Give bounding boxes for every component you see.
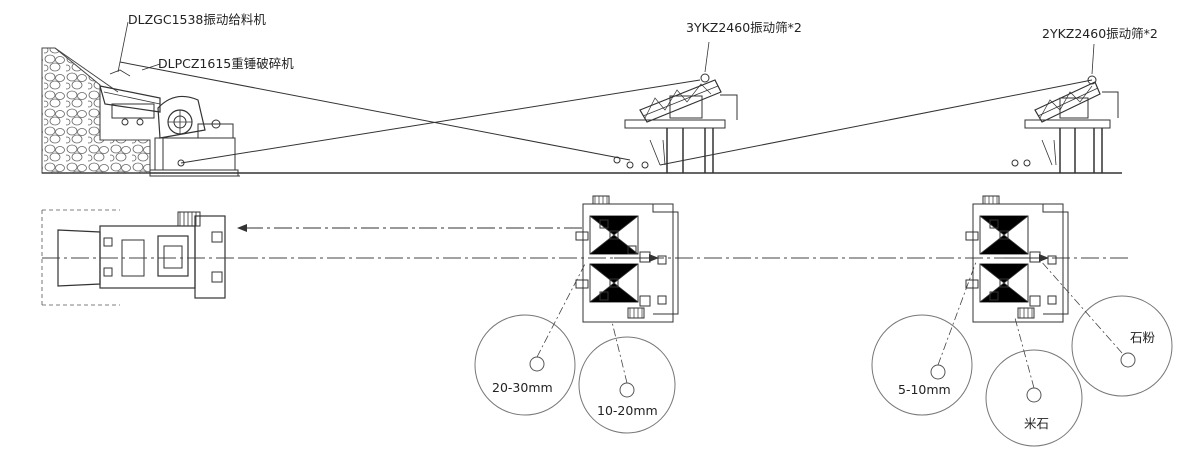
crusher-plan bbox=[41, 209, 240, 306]
conveyor-1 bbox=[180, 79, 701, 164]
pile-label-5-10: 5-10mm bbox=[898, 382, 951, 397]
screen-plan-a bbox=[575, 195, 679, 323]
screen-station-a bbox=[624, 41, 738, 173]
elevation-view: DLZGC1538振动给料机 DLPCZ1615重锤破碎机 3YKZ2460振动… bbox=[41, 12, 1158, 177]
crusher-label: DLPCZ1615重锤破碎机 bbox=[158, 56, 294, 71]
pile-rice-stone bbox=[985, 349, 1083, 447]
hammer-crusher bbox=[149, 95, 239, 177]
plan-view: 20-30mm 10-20mm 5-10mm 米石 石粉 bbox=[41, 195, 1173, 447]
pile-label-stone-powder: 石粉 bbox=[1130, 330, 1156, 345]
conveyor-2 bbox=[119, 61, 631, 161]
feeder-label: DLZGC1538振动给料机 bbox=[128, 12, 266, 27]
product-piles bbox=[474, 259, 1173, 447]
pile-label-10-20: 10-20mm bbox=[597, 403, 658, 418]
pile-label-rice-stone: 米石 bbox=[1024, 416, 1049, 431]
conveyor-3 bbox=[659, 79, 1093, 166]
pile-10-20 bbox=[578, 336, 676, 434]
pile-5-10 bbox=[871, 314, 973, 416]
screen-a-label: 3YKZ2460振动筛*2 bbox=[686, 20, 802, 35]
rock-embankment bbox=[41, 47, 151, 174]
pile-stone-powder bbox=[1071, 295, 1173, 397]
conveyors bbox=[119, 61, 1093, 169]
screen-station-b bbox=[1024, 43, 1119, 173]
pile-20-30 bbox=[474, 314, 576, 416]
screen-plan-b bbox=[965, 195, 1069, 323]
screen-b-label: 2YKZ2460振动筛*2 bbox=[1042, 26, 1158, 41]
vibrating-feeder bbox=[99, 69, 161, 140]
pile-label-20-30: 20-30mm bbox=[492, 380, 553, 395]
